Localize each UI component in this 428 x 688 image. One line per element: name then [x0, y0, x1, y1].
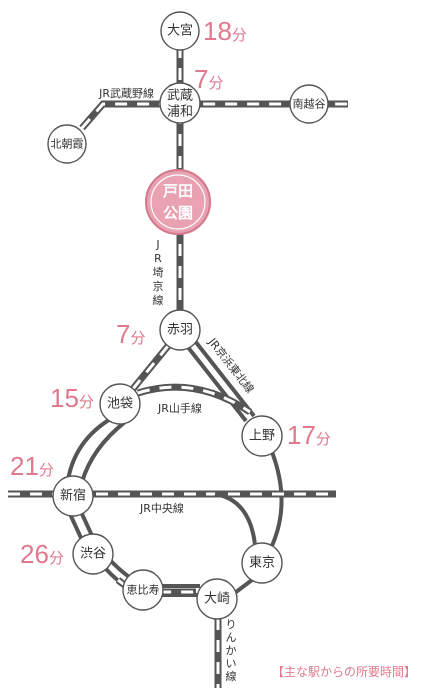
- station-osaki[interactable]: 大崎: [196, 578, 238, 620]
- station-tokyo-label: 東京: [249, 555, 275, 571]
- station-kita-asaka[interactable]: 北朝霞: [47, 124, 87, 164]
- line-label-chuo: JR中央線: [139, 501, 184, 515]
- home-station-label-1: 戸田: [163, 182, 193, 200]
- station-ueno-label: 上野: [249, 429, 275, 444]
- line-label-saikyo-char: 線: [153, 293, 164, 307]
- line-label-rinkai-char: り: [226, 618, 237, 631]
- track-ikebukuro-shinjuku: [66, 416, 127, 483]
- time-shinjuku: 21分: [10, 451, 54, 481]
- station-minami-koshigaya-label: 南越谷: [293, 97, 326, 111]
- line-label-yamanote: JR山手線: [157, 401, 202, 415]
- station-musashi-urawa-label-1: 武蔵: [167, 89, 193, 104]
- line-label-saikyo: J R 埼 京 線: [153, 238, 164, 307]
- line-label-rinkai: り ん か い 線: [226, 618, 237, 683]
- station-omiya[interactable]: 大宮: [160, 11, 200, 51]
- line-label-rinkai-char: い: [226, 657, 237, 670]
- station-shinjuku[interactable]: 新宿: [52, 475, 94, 517]
- line-label-musashino: JR武蔵野線: [98, 86, 154, 100]
- station-ikebukuro[interactable]: 池袋: [99, 383, 141, 425]
- station-tokyo[interactable]: 東京: [241, 542, 283, 584]
- line-label-saikyo-char: R: [154, 252, 162, 265]
- time-ikebukuro: 15分: [50, 383, 94, 413]
- station-minami-koshigaya[interactable]: 南越谷: [289, 84, 329, 124]
- station-shinjuku-label: 新宿: [60, 488, 86, 504]
- track-akabane-ueno: [185, 339, 256, 423]
- track-yamanote-east: [268, 451, 284, 551]
- station-akabane-label: 赤羽: [167, 323, 193, 338]
- line-label-saikyo-char: 京: [153, 279, 164, 293]
- line-label-rinkai-char: 線: [226, 669, 237, 683]
- station-musashi-urawa[interactable]: 武蔵 浦和: [159, 82, 201, 124]
- time-omiya: 18分: [203, 16, 247, 46]
- time-akabane: 7分: [116, 319, 145, 349]
- station-kita-asaka-label: 北朝霞: [51, 138, 84, 151]
- line-label-rinkai-char: ん: [226, 631, 237, 644]
- station-shibuya[interactable]: 渋谷: [72, 533, 114, 575]
- station-toda-koen-home[interactable]: 戸田 公園: [145, 169, 211, 235]
- station-musashi-urawa-label-2: 浦和: [167, 105, 193, 120]
- station-shibuya-label: 渋谷: [80, 547, 106, 562]
- station-osaki-label: 大崎: [204, 592, 230, 607]
- time-shibuya: 26分: [20, 539, 64, 569]
- track-yamanote-north: [136, 383, 252, 415]
- travel-times: 18分 7分 7分 15分 17分 21分 26分: [10, 16, 331, 569]
- line-label-saikyo-char: J: [155, 238, 159, 251]
- line-label-rinkai-char: か: [226, 644, 237, 657]
- station-ueno[interactable]: 上野: [241, 415, 283, 457]
- track-chuo-tokyo: [214, 492, 257, 546]
- line-label-saikyo-char: 埼: [153, 265, 164, 279]
- home-station-label-2: 公園: [163, 204, 193, 222]
- station-omiya-label: 大宮: [167, 23, 193, 39]
- time-musashi-urawa: 7分: [194, 64, 223, 94]
- caption: 【主な駅からの所要時間】: [272, 665, 416, 679]
- station-ebisu-label: 恵比寿: [127, 583, 160, 597]
- time-ueno: 17分: [287, 420, 331, 450]
- station-ebisu[interactable]: 恵比寿: [122, 569, 164, 611]
- station-akabane[interactable]: 赤羽: [159, 309, 201, 351]
- station-ikebukuro-label: 池袋: [107, 397, 133, 412]
